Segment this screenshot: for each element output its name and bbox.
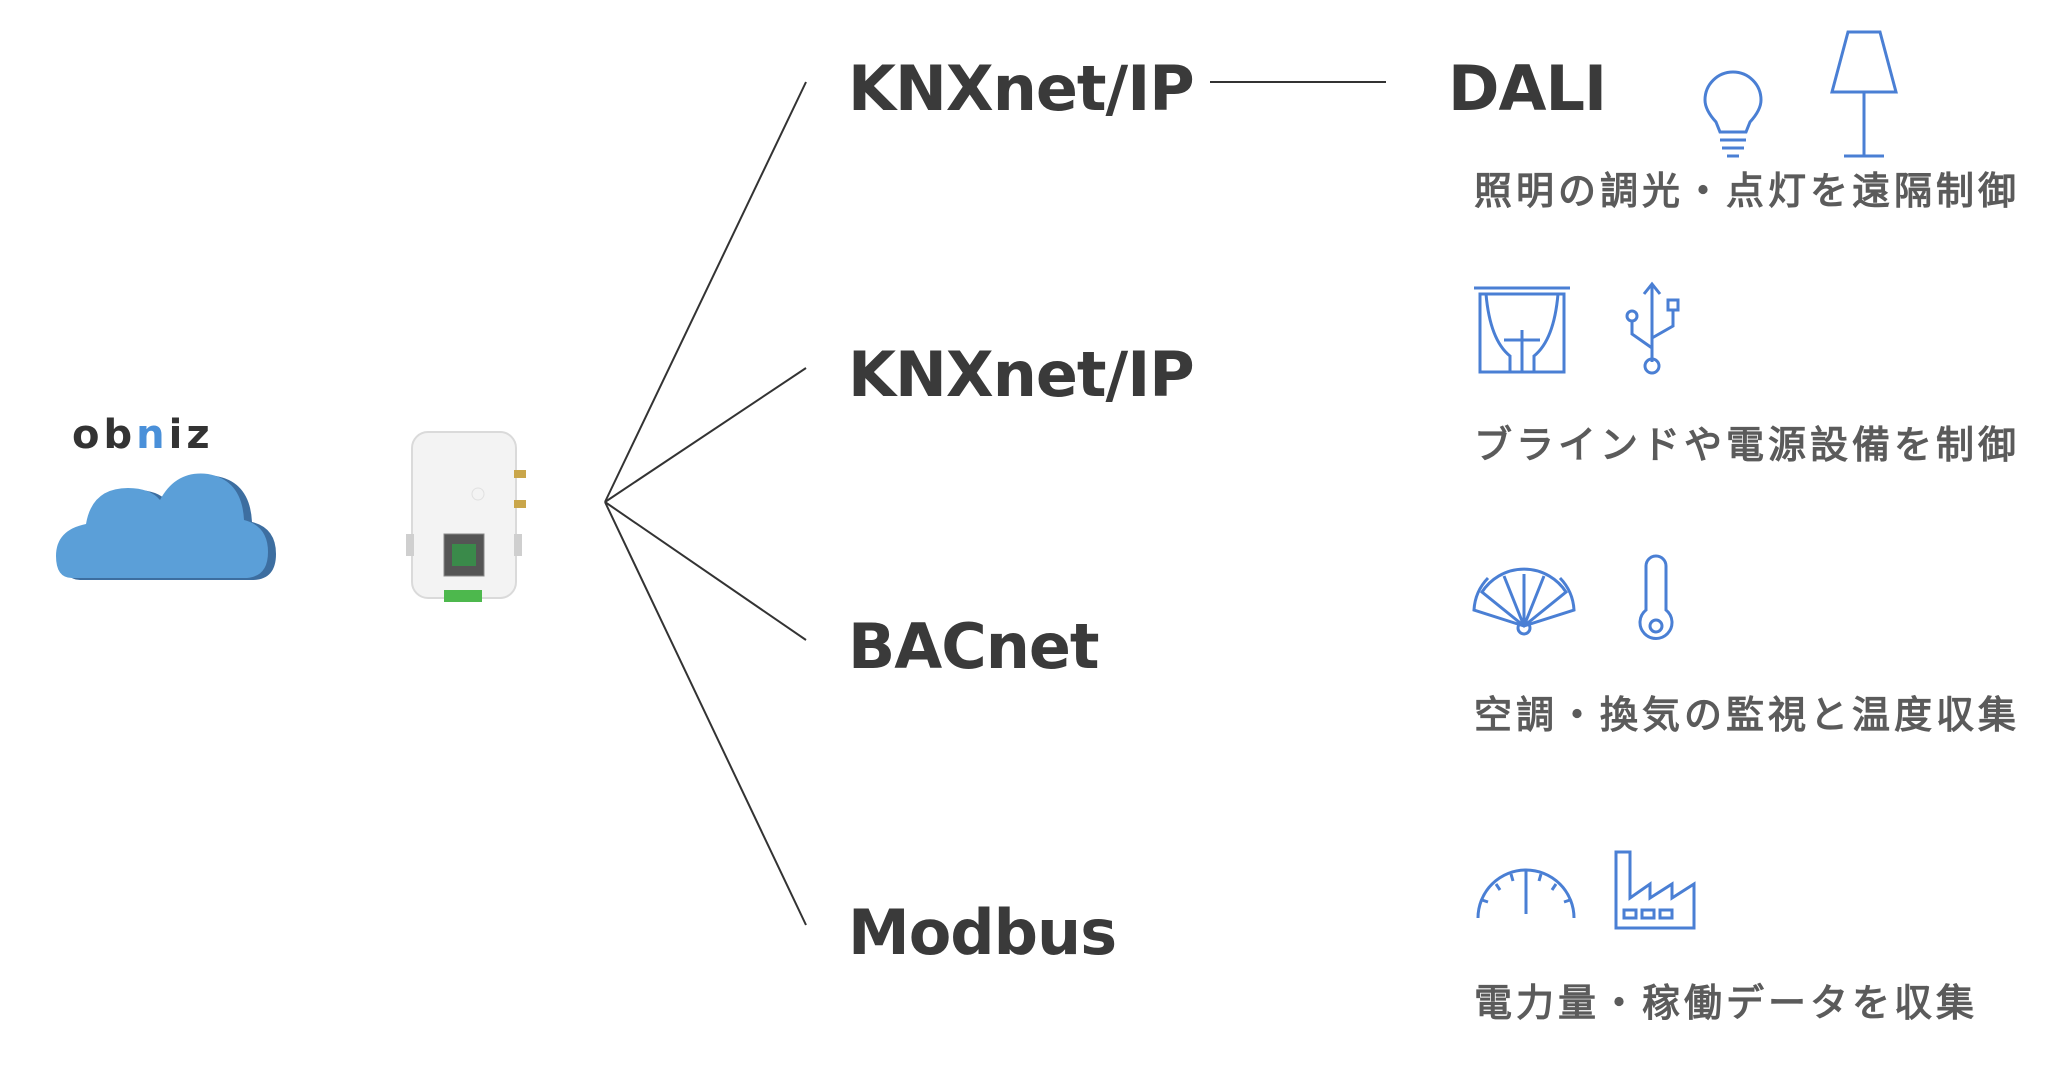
description-power: 電力量・稼働データを収集 [1474, 981, 1979, 1025]
lightbulb-icon [1703, 70, 1763, 158]
line-to-knx-2 [604, 367, 807, 503]
thermometer-icon [1638, 554, 1674, 640]
factory-icon [1614, 850, 1696, 930]
line-to-modbus [604, 501, 807, 926]
protocol-dali: DALI [1448, 52, 1607, 125]
protocol-knxnet-ip-2: KNXnet/IP [848, 338, 1195, 411]
gauge-icon [1476, 868, 1576, 919]
protocol-knxnet-ip-1: KNXnet/IP [848, 52, 1195, 125]
fan-icon [1472, 567, 1576, 636]
description-blinds: ブラインドや電源設備を制御 [1474, 423, 2021, 467]
description-lighting: 照明の調光・点灯を遠隔制御 [1474, 169, 2021, 213]
description-hvac: 空調・換気の監視と温度収集 [1474, 693, 2021, 737]
device-image [406, 431, 526, 602]
lamp-icon [1830, 30, 1898, 158]
line-to-knx-1 [604, 81, 807, 503]
cloud-icon [56, 473, 276, 580]
usb-icon [1625, 281, 1680, 375]
line-to-bacnet [604, 501, 807, 641]
curtain-window-icon [1474, 286, 1570, 374]
connector-lines [604, 81, 1386, 926]
obniz-logo: obniz [72, 412, 214, 458]
protocol-bacnet: BACnet [848, 610, 1100, 683]
protocol-modbus: Modbus [848, 896, 1117, 969]
